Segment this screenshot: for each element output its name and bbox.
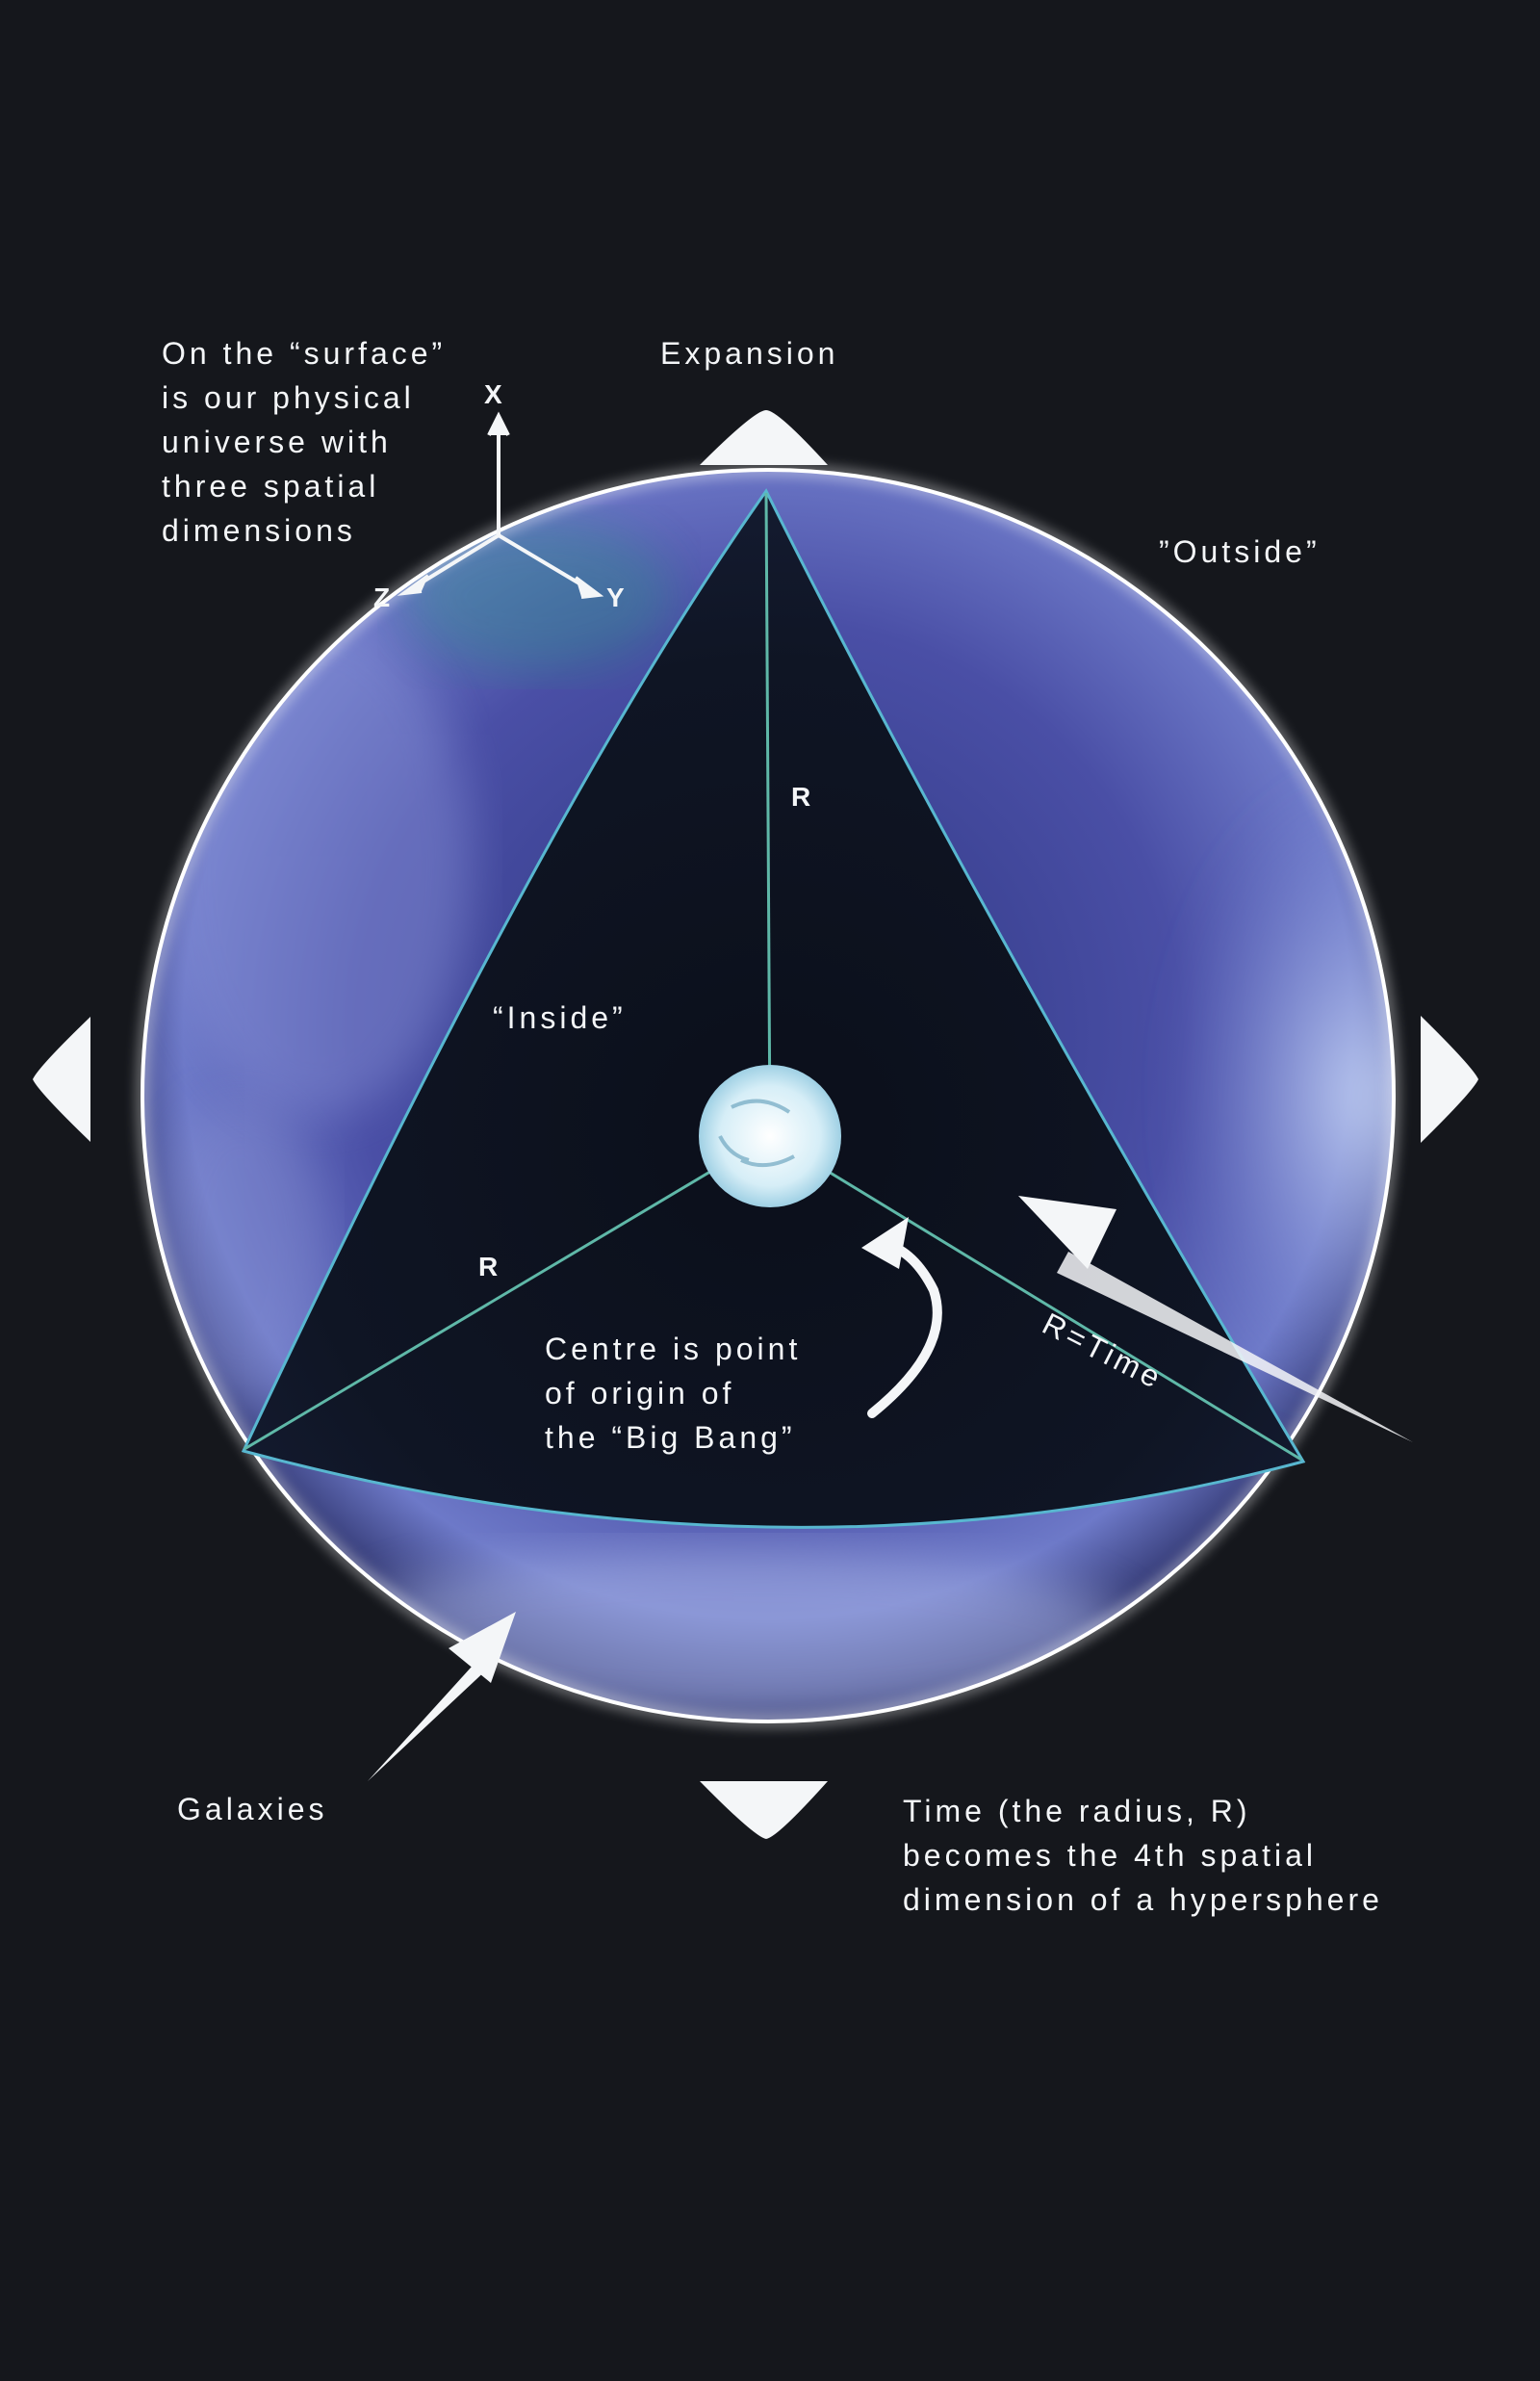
y-axis-label: Y xyxy=(606,582,625,612)
time-line-1: Time (the radius, R) xyxy=(903,1794,1251,1828)
surface-line-1: On the “surface” xyxy=(162,336,447,371)
centre-arrow xyxy=(861,1217,942,1418)
centre-label: Centre is point of origin of the “Big Ba… xyxy=(545,1327,801,1460)
time-line-2: becomes the 4th spatial xyxy=(903,1838,1317,1873)
surface-line-4: three spatial xyxy=(162,469,380,504)
left-arrow-icon xyxy=(33,1017,90,1142)
centre-line-2: of origin of xyxy=(545,1376,735,1410)
r-time-arrow xyxy=(1018,1196,1413,1442)
time-line-3: dimension of a hypersphere xyxy=(903,1882,1383,1917)
curved-triangle-cutout xyxy=(241,488,1306,1529)
outside-label: ”Outside” xyxy=(1159,534,1321,569)
radius-top-label: R xyxy=(791,782,811,812)
z-axis-label: Z xyxy=(373,582,391,612)
radius-lines xyxy=(244,492,1302,1462)
down-arrow-icon xyxy=(700,1781,828,1839)
surface-label: On the “surface” is our physical univers… xyxy=(162,331,446,553)
galaxies-label: Galaxies xyxy=(177,1792,328,1826)
surface-line-2: is our physical xyxy=(162,380,415,415)
surface-line-5: dimensions xyxy=(162,513,356,548)
surface-line-3: universe with xyxy=(162,425,392,459)
expansion-label: Expansion xyxy=(660,336,839,371)
right-arrow-icon xyxy=(1421,1016,1478,1143)
time-label: Time (the radius, R) becomes the 4th spa… xyxy=(903,1789,1383,1922)
big-bang-core xyxy=(699,1065,841,1207)
xyz-axes-icon xyxy=(397,411,604,599)
x-axis-label: X xyxy=(484,379,502,409)
galaxies-arrow xyxy=(368,1612,516,1781)
expansion-arrows xyxy=(33,410,1478,1839)
inside-label: “Inside” xyxy=(493,1000,627,1035)
centre-line-1: Centre is point xyxy=(545,1332,802,1366)
radius-left-label: R xyxy=(478,1252,499,1281)
centre-line-3: the “Big Bang” xyxy=(545,1420,796,1455)
up-arrow-icon xyxy=(700,410,828,465)
